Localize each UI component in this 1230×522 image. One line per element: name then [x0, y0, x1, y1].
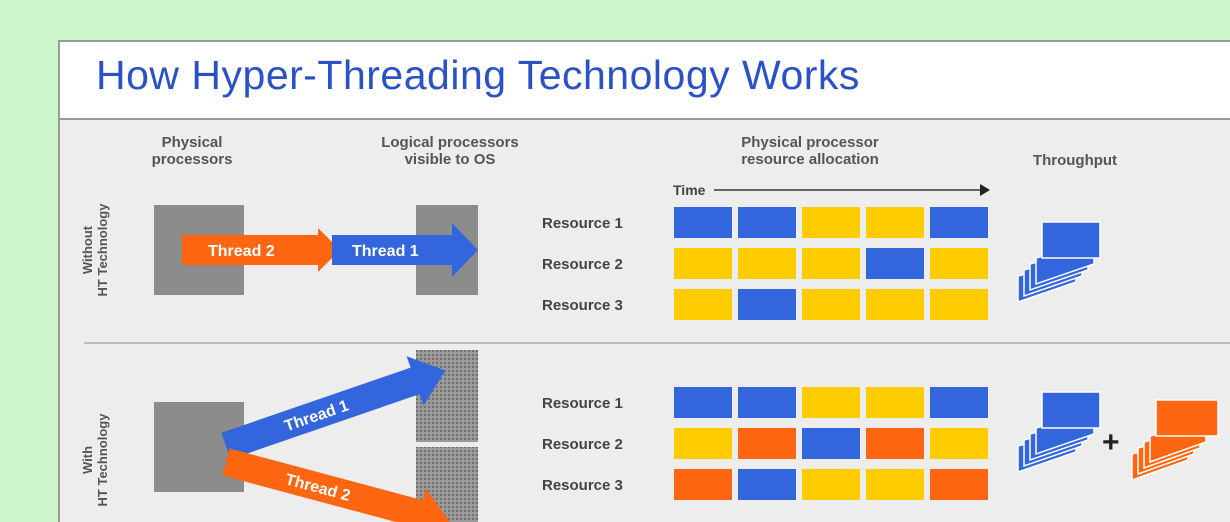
resource-cell-orange: [738, 428, 796, 459]
resource-label: Resource 3: [542, 297, 623, 314]
resource-cell-blue: [738, 387, 796, 418]
throughput-stack-orange-with-ht: [1131, 399, 1219, 482]
resource-cell-blue: [674, 207, 732, 238]
plus-sign: +: [1102, 426, 1120, 459]
resource-cell-yellow: [930, 428, 988, 459]
resource-label: Resource 2: [542, 256, 623, 273]
throughput-stack-blue-with-ht: [1017, 391, 1101, 474]
resource-cell-blue: [930, 207, 988, 238]
resource-cell-yellow: [738, 248, 796, 279]
thread-label-blue-without-ht: Thread 1: [352, 243, 419, 260]
resource-label: Resource 1: [542, 395, 623, 412]
resource-cell-blue: [866, 248, 924, 279]
resource-cell-yellow: [802, 248, 860, 279]
diagram-title: How Hyper-Threading Technology Works: [96, 52, 860, 98]
resource-cell-yellow: [674, 248, 732, 279]
resource-cell-blue: [738, 469, 796, 500]
resource-cell-yellow: [802, 469, 860, 500]
resource-cell-yellow: [674, 289, 732, 320]
header-logical-processors: Logical processors visible to OS: [381, 134, 519, 168]
resource-grid: Resource 1 Resource 2 Resource 3 Resource 1…: [542, 207, 988, 500]
resource-cell-yellow: [866, 207, 924, 238]
resource-cell-yellow: [866, 469, 924, 500]
throughput-stack-blue-without-ht: [1017, 221, 1101, 304]
time-arrowhead-icon: [980, 184, 990, 196]
thread-arrow-blue-without-ht: [332, 223, 478, 277]
resource-cell-blue: [930, 387, 988, 418]
diagram-panel: How Hyper-Threading Technology Works Phy…: [58, 40, 1230, 522]
resource-cell-orange: [866, 428, 924, 459]
time-label: Time: [673, 182, 706, 198]
resource-cell-yellow: [930, 248, 988, 279]
header-physical-processors: Physical processors: [151, 134, 233, 168]
resource-cell-yellow: [802, 289, 860, 320]
thread-label-orange-without-ht: Thread 2: [208, 243, 275, 260]
resource-cell-yellow: [674, 428, 732, 459]
resource-cell-orange: [674, 469, 732, 500]
row-divider: [84, 342, 1230, 344]
resource-cell-yellow: [866, 387, 924, 418]
resource-cell-yellow: [930, 289, 988, 320]
thread-arrow-orange-without-ht: [182, 228, 340, 272]
resource-cell-blue: [738, 289, 796, 320]
resource-label: Resource 2: [542, 436, 623, 453]
resource-cell-blue: [738, 207, 796, 238]
resource-cell-blue: [674, 387, 732, 418]
diagram-graphics: Time Thread 2 Thread 1 Thread 1 Thread 2: [154, 182, 1219, 522]
resource-label: Resource 3: [542, 477, 623, 494]
resource-cell-orange: [930, 469, 988, 500]
resource-cell-blue: [802, 428, 860, 459]
resource-cell-yellow: [802, 387, 860, 418]
resource-label: Resource 1: [542, 215, 623, 232]
resource-cell-yellow: [802, 207, 860, 238]
title-bar: How Hyper-Threading Technology Works: [60, 42, 1230, 120]
header-throughput: Throughput: [1032, 152, 1118, 169]
header-resource-allocation: Physical processor resource allocation: [741, 134, 879, 168]
resource-cell-yellow: [866, 289, 924, 320]
